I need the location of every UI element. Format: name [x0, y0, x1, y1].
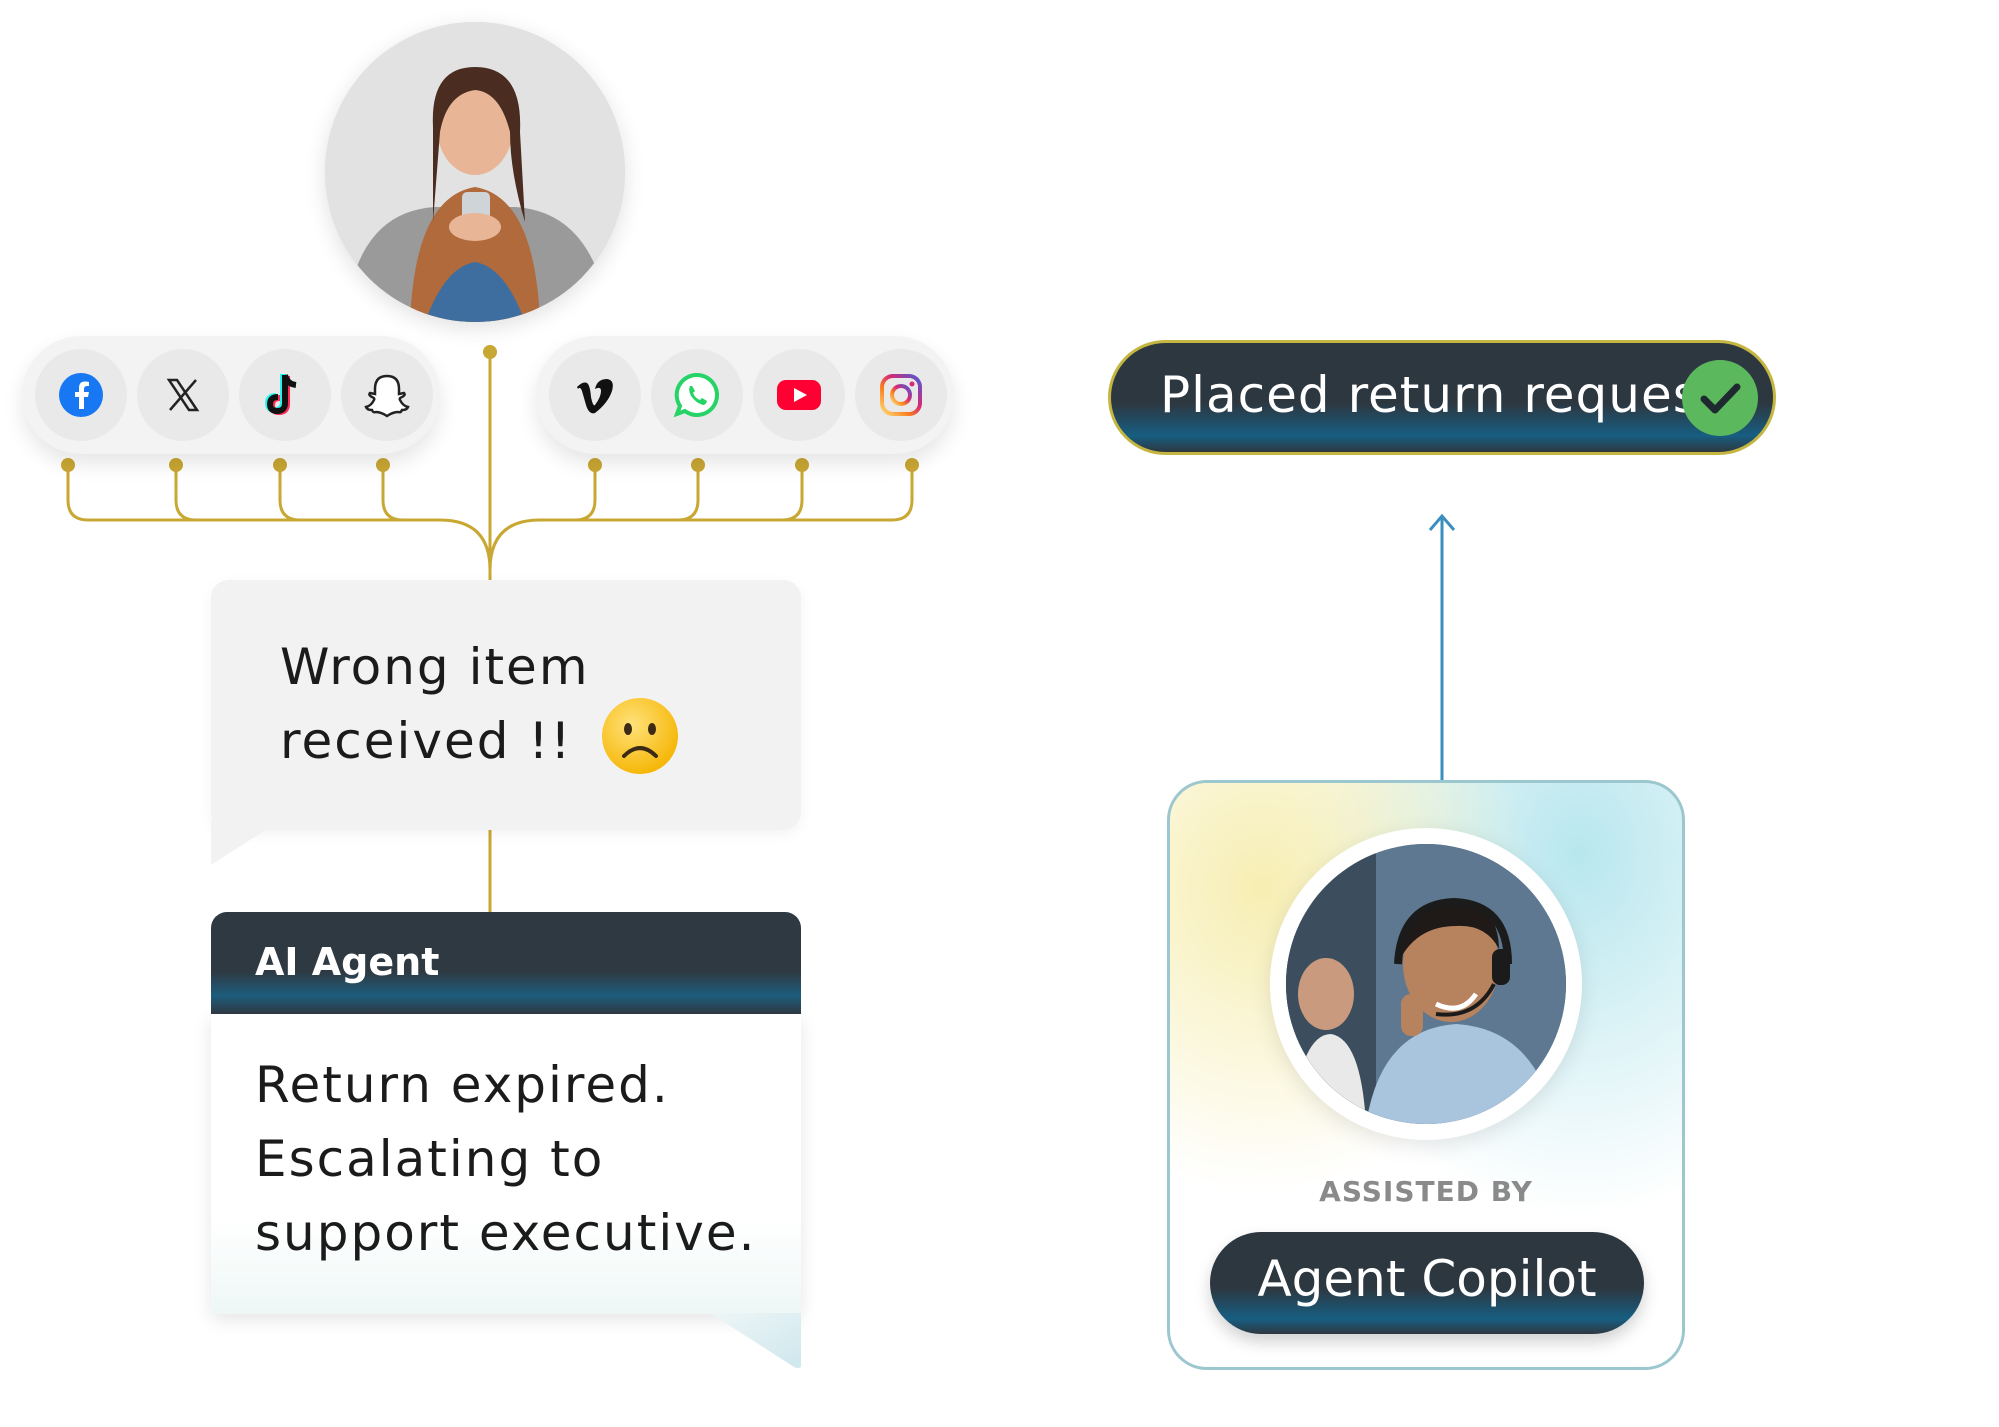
ai-agent-line3: support executive.	[255, 1204, 757, 1262]
ai-agent-message: Return expired. Escalating to support ex…	[255, 1048, 756, 1270]
agent-copilot-button[interactable]	[1210, 1232, 1644, 1334]
ai-agent-title: AI Agent	[255, 940, 440, 984]
facebook-icon[interactable]	[35, 349, 127, 441]
x-icon[interactable]	[137, 349, 229, 441]
ai-agent-line2: Escalating to	[255, 1130, 605, 1188]
bubble-tail	[211, 820, 281, 865]
whatsapp-icon[interactable]	[651, 349, 743, 441]
channel-group-left	[22, 336, 440, 454]
assisted-by-label: ASSISTED BY	[1319, 1175, 1533, 1208]
vimeo-icon[interactable]	[549, 349, 641, 441]
ai-agent-line1: Return expired.	[255, 1056, 670, 1114]
customer-message-line1: Wrong item	[280, 638, 590, 696]
ai-agent-body	[211, 1014, 801, 1314]
instagram-icon[interactable]	[855, 349, 947, 441]
agent-copilot-button-label: Agent Copilot	[1257, 1250, 1597, 1308]
customer-avatar	[325, 22, 625, 322]
youtube-icon[interactable]	[753, 349, 845, 441]
customer-message: Wrong item received !!	[280, 630, 590, 778]
placed-return-request-pill	[1108, 340, 1776, 455]
customer-message-line2: received !!	[280, 712, 573, 770]
support-agent-avatar	[1286, 844, 1566, 1124]
channel-group-right	[536, 336, 954, 454]
placed-return-request-label: Placed return request	[1160, 366, 1721, 424]
customer-message-bubble	[211, 580, 801, 830]
tiktok-icon[interactable]	[239, 349, 331, 441]
ai-agent-header	[211, 912, 801, 1014]
snapchat-icon[interactable]	[341, 349, 433, 441]
ai-agent-tail	[710, 1313, 801, 1368]
sad-face-icon	[600, 696, 680, 776]
check-icon	[1682, 360, 1758, 436]
